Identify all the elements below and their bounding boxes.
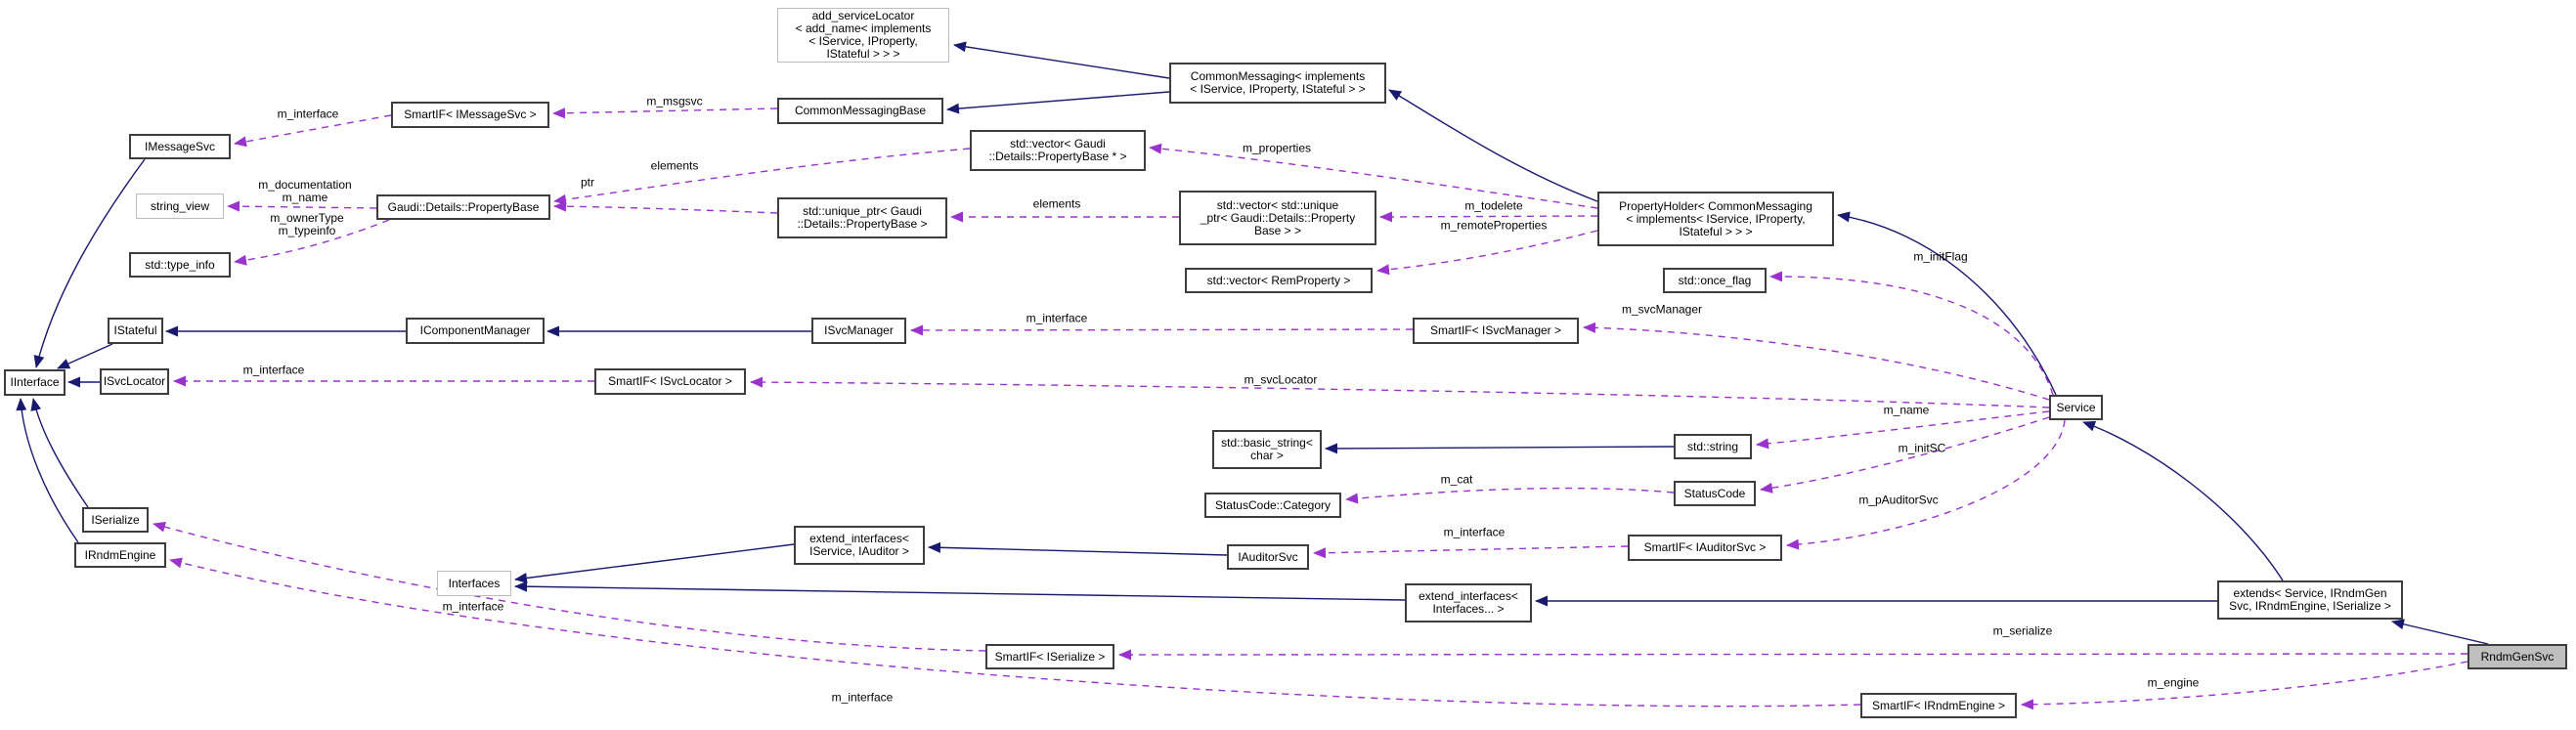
edge-label-m-serialize: m_serialize bbox=[1992, 623, 2053, 638]
node-commonmessagingbase[interactable]: CommonMessagingBase bbox=[777, 98, 943, 124]
node-smartif-imessagesvc[interactable]: SmartIF< IMessageSvc > bbox=[391, 102, 549, 128]
node-imessagesvc[interactable]: IMessageSvc bbox=[129, 134, 231, 159]
edge-RndmGenSvc-to-SmartIF_ISerialize bbox=[1118, 649, 2468, 661]
node-vector-propertybase-ptr[interactable]: std::vector< Gaudi ::Details::PropertyBa… bbox=[970, 130, 1146, 171]
edge-label-m-ownertype-m-typeinfo: m_ownerType m_typeinfo bbox=[270, 211, 344, 237]
node-smartif-isvcmanager[interactable]: SmartIF< ISvcManager > bbox=[1413, 318, 1579, 344]
edge-label-m-interface-iauditorsvc: m_interface bbox=[1443, 525, 1506, 539]
node-std-basic-string[interactable]: std::basic_string< char > bbox=[1212, 430, 1322, 469]
edge-label-m-interface-imessagesvc: m_interface bbox=[277, 107, 339, 121]
edge-ISerialize-to-IInterface bbox=[30, 398, 89, 508]
edge-PropertyBase-to-type_info bbox=[234, 219, 390, 266]
node-smartif-iauditorsvc[interactable]: SmartIF< IAuditorSvc > bbox=[1628, 535, 1782, 561]
edge-label-m-documentation-m-name: m_documentation m_name bbox=[258, 178, 352, 204]
edge-RndmGenSvc-to-extends_Service bbox=[2391, 619, 2489, 645]
edge-CommonMessagingBase-to-SmartIF_IMessageSvc bbox=[552, 107, 778, 119]
node-interfaces[interactable]: Interfaces bbox=[437, 571, 511, 596]
edge-label-m-msgsvc: m_msgsvc bbox=[646, 94, 703, 108]
node-iserialize[interactable]: ISerialize bbox=[82, 507, 149, 533]
edge-label-m-remoteproperties: m_remoteProperties bbox=[1440, 218, 1548, 233]
edge-SmartIF_IRndmEngine-to-IRndmEngine bbox=[169, 557, 1861, 708]
edge-label-elements-unique-ptr: elements bbox=[1032, 196, 1081, 211]
node-irndmengine[interactable]: IRndmEngine bbox=[74, 542, 166, 568]
edge-label-m-todelete: m_todelete bbox=[1464, 198, 1523, 213]
node-gaudi-details-propertybase[interactable]: Gaudi::Details::PropertyBase bbox=[376, 194, 550, 220]
node-std-string[interactable]: std::string bbox=[1674, 434, 1752, 459]
edge-label-m-engine: m_engine bbox=[2147, 675, 2200, 690]
node-propertyholder[interactable]: PropertyHolder< CommonMessaging < implem… bbox=[1597, 192, 1834, 246]
node-smartif-irndmengine[interactable]: SmartIF< IRndmEngine > bbox=[1860, 693, 2017, 718]
edge-label-m-interface-isvclocator: m_interface bbox=[242, 363, 305, 377]
edge-RndmGenSvc-to-SmartIF_IRndmEngine bbox=[2021, 661, 2468, 710]
edge-Service-to-SmartIF_ISvcManager bbox=[1583, 322, 2050, 401]
edge-IRndmEngine-to-IInterface bbox=[16, 398, 79, 543]
edge-extend_interfaces_Interfaces-to-Interfaces bbox=[514, 580, 1406, 601]
edge-SmartIF_ISerialize-to-ISerialize bbox=[153, 521, 986, 652]
node-extend-interfaces-iservice-iauditor[interactable]: extend_interfaces< IService, IAuditor > bbox=[794, 526, 925, 565]
edge-label-ptr: ptr bbox=[580, 175, 595, 190]
edge-unique_ptr-to-PropertyBase bbox=[553, 200, 778, 214]
edge-IAuditorSvc-to-extend_interfaces_IService_IAuditor bbox=[928, 541, 1228, 556]
node-extends-service-irndmgensvc[interactable]: extends< Service, IRndmGen Svc, IRndmEng… bbox=[2217, 580, 2403, 620]
edge-extend_interfaces_IService_IAuditor-to-Interfaces bbox=[514, 543, 795, 583]
node-statuscode-category[interactable]: StatusCode::Category bbox=[1204, 493, 1341, 518]
edge-IMessageSvc-to-IInterface bbox=[33, 158, 146, 368]
edge-label-m-svclocator: m_svcLocator bbox=[1244, 372, 1318, 387]
edge-Service-to-SmartIF_ISvcLocator bbox=[750, 376, 2050, 408]
edge-PropertyHolder-to-vector_RemProperty bbox=[1376, 230, 1598, 276]
edge-CommonMessaging-to-add_serviceLocator bbox=[953, 41, 1170, 79]
edge-SmartIF_IAuditorSvc-to-IAuditorSvc bbox=[1313, 545, 1629, 559]
edge-label-m-initsc: m_initSC bbox=[1898, 441, 1946, 455]
node-commonmessaging[interactable]: CommonMessaging< implements < IService, … bbox=[1169, 63, 1386, 104]
edge-SmartIF_IMessageSvc-to-IMessageSvc bbox=[234, 114, 392, 148]
node-icomponentmanager[interactable]: IComponentManager bbox=[406, 318, 545, 344]
node-service[interactable]: Service bbox=[2049, 395, 2103, 420]
edge-PropertyBase-to-string_view bbox=[227, 200, 377, 212]
node-add-servicelocator[interactable]: add_serviceLocator < add_name< implement… bbox=[777, 8, 949, 63]
node-iinterface[interactable]: IInterface bbox=[4, 369, 65, 396]
node-smartif-iserialize[interactable]: SmartIF< ISerialize > bbox=[985, 644, 1114, 669]
node-extend-interfaces-interfaces[interactable]: extend_interfaces< Interfaces... > bbox=[1405, 583, 1532, 623]
node-isvcmanager[interactable]: ISvcManager bbox=[811, 318, 906, 344]
node-istateful[interactable]: IStateful bbox=[108, 318, 163, 344]
edge-StatusCode-to-StatusCode_Category bbox=[1345, 487, 1675, 504]
edge-label-m-cat: m_cat bbox=[1440, 472, 1473, 487]
edge-PropertyHolder-to-vector_PropertyBase_ptr bbox=[1149, 143, 1598, 209]
edge-CommonMessaging-to-CommonMessagingBase bbox=[946, 91, 1170, 114]
node-statuscode[interactable]: StatusCode bbox=[1674, 481, 1756, 506]
node-unique-ptr-propertybase[interactable]: std::unique_ptr< Gaudi ::Details::Proper… bbox=[777, 197, 947, 238]
edge-PropertyHolder-to-vector_unique_ptr bbox=[1379, 211, 1598, 223]
edge-label-m-svcmanager: m_svcManager bbox=[1621, 302, 1703, 317]
edge-PropertyHolder-to-CommonMessaging bbox=[1388, 89, 1598, 202]
node-vector-remproperty[interactable]: std::vector< RemProperty > bbox=[1185, 268, 1373, 293]
node-vector-unique-ptr[interactable]: std::vector< std::unique _ptr< Gaudi::De… bbox=[1179, 191, 1376, 245]
edge-label-m-name: m_name bbox=[1883, 403, 1930, 417]
edge-label-elements-propertybase: elements bbox=[650, 158, 699, 173]
edge-label-m-properties: m_properties bbox=[1242, 141, 1312, 155]
node-smartif-isvclocator[interactable]: SmartIF< ISvcLocator > bbox=[594, 368, 746, 395]
edge-label-m-initflag: m_initFlag bbox=[1913, 249, 1968, 264]
edge-std_string-to-basic_string bbox=[1325, 443, 1675, 454]
edge-label-m-interface-iserialize: m_interface bbox=[442, 599, 504, 614]
node-std-type-info[interactable]: std::type_info bbox=[129, 252, 231, 278]
node-isvclocator[interactable]: ISvcLocator bbox=[100, 368, 169, 395]
edge-Service-to-std_string bbox=[1756, 410, 2050, 450]
edge-Service-to-once_flag bbox=[1769, 271, 2054, 396]
node-rndmgensvc[interactable]: RndmGenSvc bbox=[2467, 644, 2567, 669]
edge-label-m-pauditorsvc: m_pAuditorSvc bbox=[1858, 493, 1939, 507]
edge-label-m-interface-irndmengine: m_interface bbox=[831, 690, 894, 705]
node-string-view[interactable]: string_view bbox=[136, 193, 224, 219]
edge-vector_PropertyBase_ptr-to-PropertyBase bbox=[553, 148, 971, 205]
edge-Service-to-PropertyHolder bbox=[1837, 211, 2057, 396]
edge-label-m-interface-isvcmanager: m_interface bbox=[1026, 311, 1088, 325]
edge-SmartIF_ISvcManager-to-ISvcManager bbox=[910, 324, 1414, 336]
edge-IStateful-to-IInterface bbox=[57, 343, 113, 369]
edge-Service-to-SmartIF_IAuditorSvc bbox=[1786, 419, 2066, 550]
edge-extends_Service-to-Service bbox=[2082, 420, 2284, 581]
node-iauditorsvc[interactable]: IAuditorSvc bbox=[1227, 544, 1309, 570]
node-std-once-flag[interactable]: std::once_flag bbox=[1663, 268, 1767, 293]
